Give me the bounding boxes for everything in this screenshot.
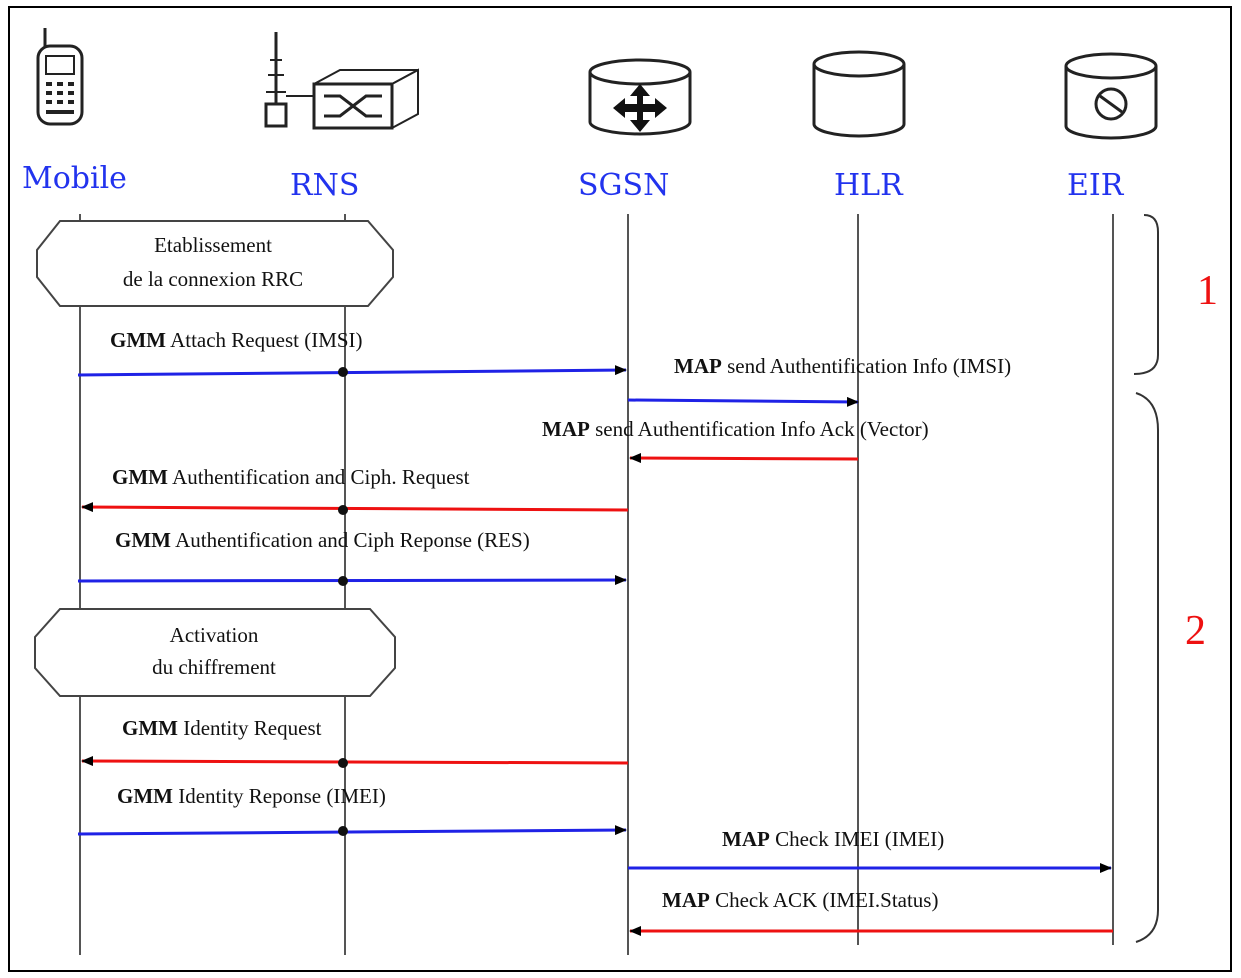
mobile-phone-icon: [36, 28, 84, 126]
message-arrows: [77, 365, 1113, 936]
phase-brace-1: [1133, 214, 1159, 375]
arrow-auth-ciph-request: [81, 502, 629, 515]
arrow-identity-response: [77, 825, 627, 836]
lifelines: [79, 214, 1114, 955]
process-box-rrc-line2: de la connexion RRC: [123, 267, 303, 291]
process-box-rrc: Etablissement de la connexion RRC: [36, 220, 394, 307]
arrow-send-auth-info-ack: [629, 453, 859, 464]
message-label-send-auth-info: MAP send Authentification Info (IMSI): [674, 354, 1011, 378]
phase-label-2: 2: [1185, 608, 1206, 654]
message-label-identity-request: GMM Identity Request: [122, 716, 322, 740]
entity-label-hlr: HLR: [834, 168, 904, 203]
eir-database-cylinder-icon: [1064, 52, 1158, 140]
entity-label-rns: RNS: [290, 168, 359, 203]
process-box-rrc-line1: Etablissement: [154, 233, 272, 257]
process-box-ciphering-line1: Activation: [170, 623, 259, 647]
rns-antenna-switch-icon: [264, 32, 419, 130]
phase-brace-2: [1135, 392, 1159, 943]
message-label-auth-ciph-request: GMM Authentification and Ciph. Request: [112, 465, 470, 489]
process-box-ciphering-line2: du chiffrement: [152, 655, 276, 679]
process-box-ciphering: Activation du chiffrement: [34, 608, 396, 697]
diagram-frame: [8, 6, 1232, 972]
entity-label-sgsn: SGSN: [578, 168, 669, 203]
message-label-check-imei: MAP Check IMEI (IMEI): [722, 827, 944, 851]
message-label-auth-ciph-response: GMM Authentification and Ciph Reponse (R…: [115, 528, 530, 552]
message-label-send-auth-info-ack: MAP send Authentification Info Ack (Vect…: [542, 417, 929, 441]
arrow-identity-request: [81, 756, 629, 768]
arrow-send-auth-info: [627, 396, 859, 407]
sgsn-router-cylinder-icon: [588, 58, 692, 136]
arrow-auth-ciph-response: [77, 575, 627, 586]
message-label-attach-request: GMM Attach Request (IMSI): [110, 328, 363, 352]
hlr-database-cylinder-icon: [812, 50, 906, 138]
arrow-attach-request: [77, 365, 627, 377]
phase-label-1: 1: [1197, 268, 1218, 314]
message-label-check-ack: MAP Check ACK (IMEI.Status): [662, 888, 938, 912]
entity-label-mobile: Mobile: [22, 161, 127, 196]
message-label-identity-response: GMM Identity Reponse (IMEI): [117, 784, 386, 808]
entity-label-eir: EIR: [1067, 168, 1125, 203]
